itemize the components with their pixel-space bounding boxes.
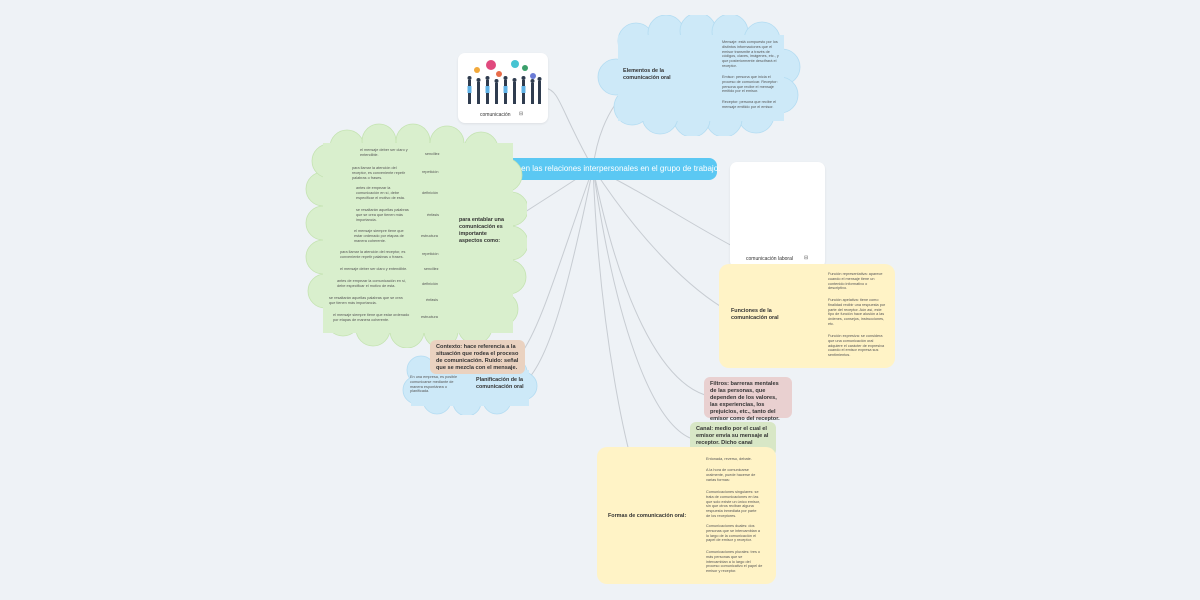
image-card-comunicacion[interactable]: comunicación ⊟ xyxy=(458,53,548,123)
entablar-desc-7[interactable]: el mensaje deber ser claro y entendible. xyxy=(340,267,408,271)
entablar-key-10[interactable]: estructura xyxy=(421,315,438,319)
formas-panel xyxy=(597,447,776,584)
formas-title[interactable]: Formas de comunicación oral: xyxy=(608,513,687,519)
entablar-key-1[interactable]: sencillez xyxy=(425,152,440,156)
entablar-desc-8[interactable]: antes de empezar la comunicación en sí, … xyxy=(337,279,407,288)
entablar-desc-9[interactable]: se resaltarán aquellas palabras que se c… xyxy=(329,296,403,305)
entablar-cloud xyxy=(305,123,527,348)
connector-contexto xyxy=(519,167,594,356)
entablar-key-8[interactable]: definición xyxy=(422,282,439,286)
funciones-panel xyxy=(719,264,895,368)
note-icon[interactable]: ⊟ xyxy=(519,111,524,117)
entablar-key-7[interactable]: sencillez xyxy=(424,267,439,271)
central-topic[interactable]: comunicación en las relaciones interpers… xyxy=(470,158,720,180)
image-card-laboral[interactable]: comunicación laboral ⊟ xyxy=(730,162,825,268)
funciones-title[interactable]: Funciones de la comunicación oral xyxy=(731,308,779,321)
planificacion-title[interactable]: Planificación de la comunicación oral xyxy=(476,377,524,390)
connector-funciones xyxy=(592,167,731,313)
funciones-item-2[interactable]: Función apelativa: tiene como finalidad … xyxy=(828,298,886,326)
contexto-note[interactable]: Contexto: hace referencia a la situación… xyxy=(430,340,525,374)
formas-item-3[interactable]: Comunicaciones singulares: se trata de c… xyxy=(706,490,761,518)
people-illustration xyxy=(463,58,543,108)
filtros-note[interactable]: Filtros: barreras mentales de las person… xyxy=(704,377,792,422)
elementos-cloud xyxy=(597,15,801,136)
formas-item-1[interactable]: Entonada, reverso, debate. xyxy=(706,457,752,461)
connector-planificacion xyxy=(524,167,594,383)
entablar-key-5[interactable]: estructura xyxy=(421,234,438,238)
entablar-key-2[interactable]: repetición xyxy=(422,170,439,174)
entablar-key-3[interactable]: definición xyxy=(422,191,439,195)
planificacion-desc[interactable]: En una empresa, es posible comunicarse m… xyxy=(410,375,458,394)
entablar-key-4[interactable]: énfasis xyxy=(427,213,440,217)
entablar-desc-10[interactable]: el mensaje siempre tiene que estar orden… xyxy=(333,313,410,322)
elementos-title[interactable]: Elementos de la comunicación oral xyxy=(623,68,671,81)
note-icon[interactable]: ⊟ xyxy=(804,255,809,261)
connector-canal xyxy=(592,167,691,439)
entablar-desc-6[interactable]: para llamar la atención del receptor, es… xyxy=(340,250,406,259)
image-card-label: comunicación xyxy=(480,112,511,118)
entablar-key-6[interactable]: repetición xyxy=(422,252,439,256)
elementos-item-1[interactable]: Mensaje: está compuesto por los distinto… xyxy=(722,40,779,68)
formas-item-5[interactable]: Comunicaciones plurales: tres o más pers… xyxy=(706,550,763,574)
entablar-title[interactable]: para entablar una comunicación es import… xyxy=(459,217,504,244)
connector-comunicacion xyxy=(544,87,594,169)
formas-item-2[interactable]: A la hora de comunicarse oralmente, pued… xyxy=(706,468,756,482)
elementos-item-3[interactable]: Receptor: persona que recibe el mensaje … xyxy=(722,100,777,109)
connector-laboral xyxy=(592,167,741,251)
entablar-desc-4[interactable]: se resaltarán aquellas palabras que se c… xyxy=(356,208,409,222)
formas-item-4[interactable]: Comunicaciones duales: dos personas que … xyxy=(706,524,761,543)
laboral-card-label: comunicación laboral xyxy=(746,256,793,262)
entablar-desc-3[interactable]: antes de empezar la comunicación en sí, … xyxy=(356,186,405,200)
entablar-desc-1[interactable]: el mensaje deber ser claro y entendible. xyxy=(360,148,408,157)
entablar-desc-5[interactable]: el mensaje siempre tiene que estar orden… xyxy=(354,229,404,243)
funciones-item-1[interactable]: Función representativa: aparece cuando e… xyxy=(828,272,883,291)
connector-filtros xyxy=(592,167,706,396)
funciones-item-3[interactable]: Función expresiva: se considera que una … xyxy=(828,334,885,358)
entablar-desc-2[interactable]: para llamar la atención del receptor, es… xyxy=(352,166,406,180)
entablar-key-9[interactable]: énfasis xyxy=(426,298,439,302)
elementos-item-2[interactable]: Emisor: persona que inicia el proceso de… xyxy=(722,75,778,94)
